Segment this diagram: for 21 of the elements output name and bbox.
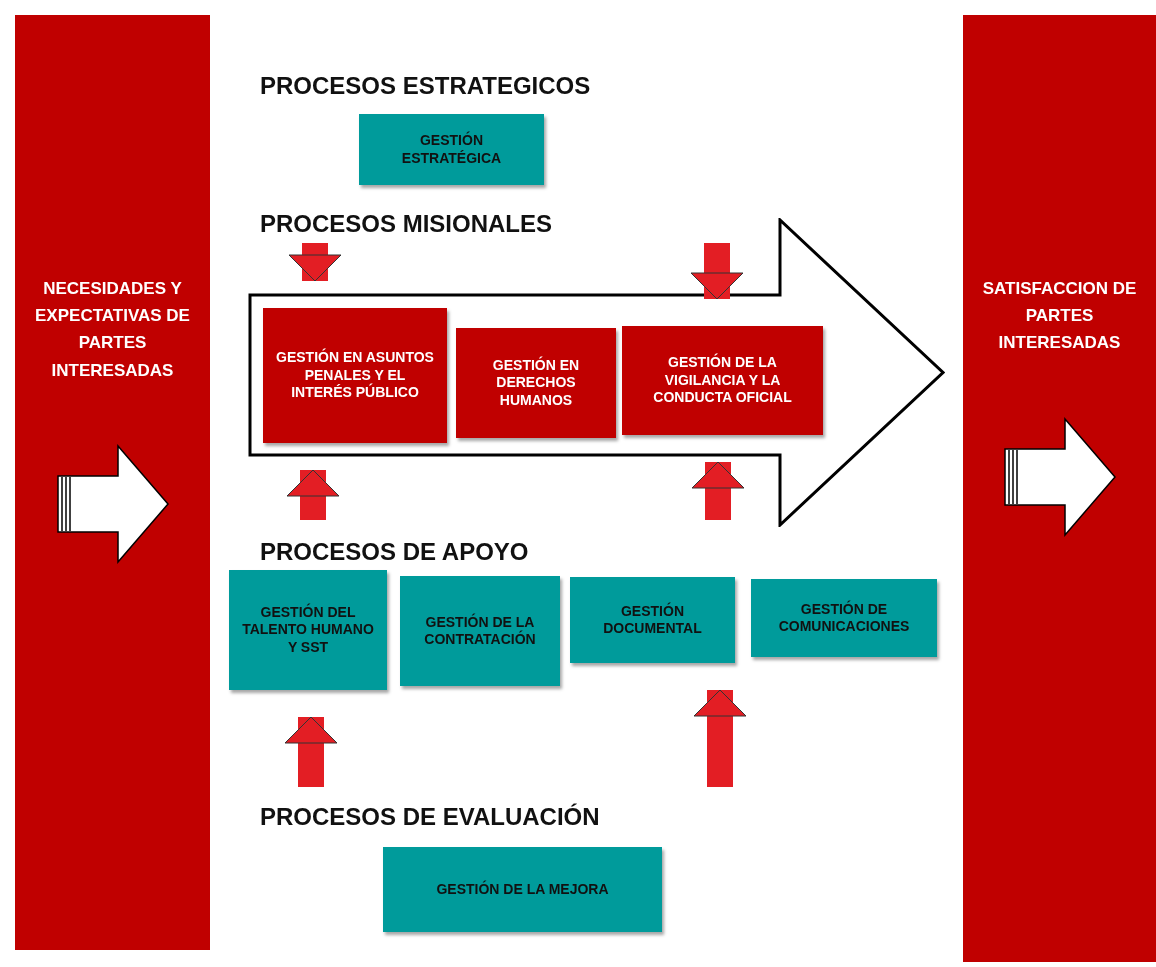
block-arrow [288,243,342,282]
block-arrow [693,689,747,787]
section-heading: PROCESOS MISIONALES [260,210,553,238]
block-arrow [690,243,744,300]
process-box: GESTIÓN DE LA VIGILANCIA Y LA CONDUCTA OFICIAL [622,326,823,435]
section-heading: PROCESOS DE APOYO [260,538,529,566]
section-heading: PROCESOS DE EVALUACIÓN [260,803,600,831]
section-heading: PROCESOS ESTRATEGICOS [260,72,591,100]
process-box: GESTIÓN DOCUMENTAL [570,577,735,663]
band-text: NECESIDADES Y EXPECTATIVAS DE PARTES INTERESADAS [34,278,191,382]
process-box: GESTIÓN EN DERECHOS HUMANOS [456,328,616,438]
process-box: GESTIÓN DE LA CONTRATACIÓN [400,576,560,686]
block-arrow [691,461,745,520]
process-box: GESTIÓN DE COMUNICACIONES [751,579,937,657]
block-arrow [286,469,340,520]
process-box: GESTIÓN EN ASUNTOS PENALES Y EL INTERÉS PÚBLICO [263,308,447,443]
process-box: GESTIÓN DE LA MEJORA [383,847,662,932]
process-box: GESTIÓN ESTRATÉGICA [359,114,544,185]
band-text: SATISFACCION DE PARTES INTERESADAS [981,278,1138,355]
process-box: GESTIÓN DEL TALENTO HUMANO Y SST [229,570,387,690]
block-arrow [284,716,338,787]
